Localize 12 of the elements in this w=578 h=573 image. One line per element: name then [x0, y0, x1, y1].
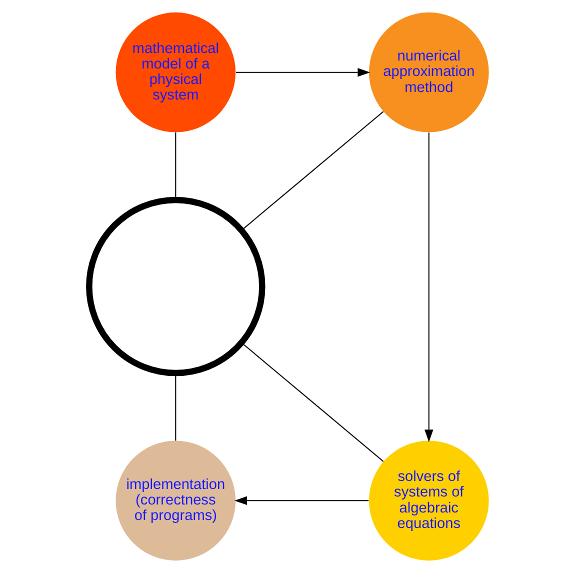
arrow: [236, 68, 370, 77]
connector: [175, 373, 176, 441]
node-circle: [86, 196, 266, 376]
connector: [241, 342, 384, 462]
node-circle: implementation (correctness of programs): [116, 440, 236, 561]
arrow: [234, 496, 369, 506]
arrow: [424, 132, 434, 442]
connector: [175, 132, 176, 200]
node-circle: numerical approximation method: [368, 12, 489, 132]
node-circle: mathematical model of a physical system: [116, 12, 236, 132]
node-circle: solvers of systems of algebraic equations: [368, 440, 489, 561]
connector: [241, 111, 384, 230]
